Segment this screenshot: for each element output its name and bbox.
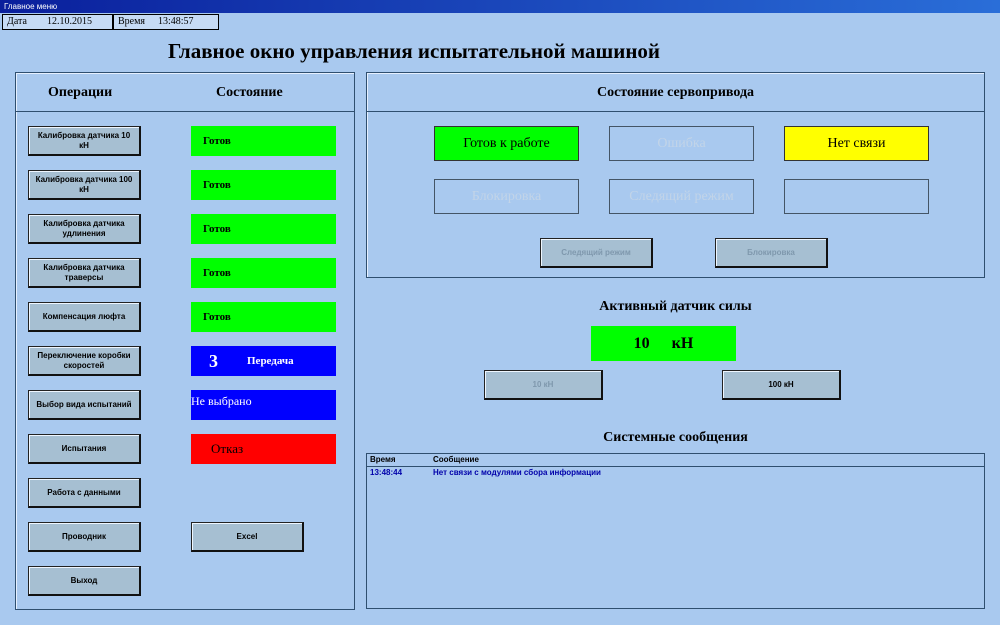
date-box: Дата 12.10.2015 bbox=[2, 14, 113, 30]
operations-column-header: Операции bbox=[48, 85, 113, 100]
time-value: 13:48:57 bbox=[158, 16, 194, 27]
servo-indicator-text: Следящий режим bbox=[629, 188, 734, 204]
messages-col-message: Сообщение bbox=[433, 455, 479, 464]
page-title: Главное окно управления испытательной ма… bbox=[167, 39, 661, 63]
state-text: Передача bbox=[247, 355, 294, 367]
state-text: Отказ bbox=[211, 441, 244, 456]
state-column-header: Состояние bbox=[216, 85, 283, 100]
servo-ready-indicator: Готов к работе bbox=[434, 126, 579, 161]
servo-indicator-text: Готов к работе bbox=[463, 135, 550, 151]
state-text: Готов bbox=[203, 179, 231, 191]
time-label: Время bbox=[118, 16, 146, 27]
state-text: Готов bbox=[203, 267, 231, 279]
state-text: Готов bbox=[203, 311, 231, 323]
exit-button[interactable]: Выход bbox=[28, 566, 141, 596]
state-text: Не выбрано bbox=[191, 394, 252, 408]
state-text: Готов bbox=[203, 135, 231, 147]
gear-number: 3 bbox=[209, 350, 218, 371]
servo-panel-header bbox=[367, 73, 984, 112]
servo-indicator-text: Блокировка bbox=[471, 188, 542, 204]
force-sensor-title: Активный датчик силы bbox=[599, 299, 752, 314]
calibrate-extension-button[interactable]: Калибровка датчика удлинения bbox=[28, 214, 141, 244]
servo-tracking-indicator: Следящий режим bbox=[609, 179, 754, 214]
tests-button[interactable]: Испытания bbox=[28, 434, 141, 464]
info-bar: Дата 12.10.2015 Время 13:48:57 bbox=[2, 14, 219, 30]
state-calibrate-extension: Готов bbox=[191, 214, 336, 244]
messages-col-time: Время bbox=[370, 455, 396, 464]
time-box: Время 13:48:57 bbox=[113, 14, 219, 30]
state-calibrate-10kn: Готов bbox=[191, 126, 336, 156]
messages-title: Системные сообщения bbox=[603, 430, 748, 445]
message-text: Нет связи с модулями сбора информации bbox=[433, 468, 601, 477]
servo-indicator-text: Ошибка bbox=[657, 135, 706, 151]
calibrate-crosshead-button[interactable]: Калибровка датчика траверсы bbox=[28, 258, 141, 288]
state-text: Готов bbox=[203, 223, 231, 235]
force-sensor-value: 10 bbox=[633, 334, 650, 352]
state-test-type: Не выбрано bbox=[191, 390, 336, 420]
data-work-button[interactable]: Работа с данными bbox=[28, 478, 141, 508]
state-tests: Отказ bbox=[191, 434, 336, 464]
servo-empty-indicator bbox=[784, 179, 929, 214]
sensor-10kn-button[interactable]: 10 кН bbox=[484, 370, 603, 400]
backlash-compensation-button[interactable]: Компенсация люфта bbox=[28, 302, 141, 332]
explorer-button[interactable]: Проводник bbox=[28, 522, 141, 552]
servo-error-indicator: Ошибка bbox=[609, 126, 754, 161]
force-sensor-unit: кН bbox=[671, 334, 694, 352]
state-backlash-compensation: Готов bbox=[191, 302, 336, 332]
calibrate-100kn-button[interactable]: Калибровка датчика 100 кН bbox=[28, 170, 141, 200]
servo-panel: Состояние сервопривода bbox=[366, 72, 985, 278]
message-time: 13:48:44 bbox=[370, 468, 403, 477]
messages-table: Время Сообщение 13:48:44 Нет связи с мод… bbox=[366, 453, 985, 609]
servo-panel-title: Состояние сервопривода bbox=[596, 85, 755, 100]
operations-panel-header bbox=[16, 73, 354, 112]
date-value: 12.10.2015 bbox=[47, 16, 92, 27]
state-calibrate-100kn: Готов bbox=[191, 170, 336, 200]
date-label: Дата bbox=[7, 16, 27, 27]
lock-button[interactable]: Блокировка bbox=[715, 238, 828, 268]
force-sensor-indicator: 10 кН bbox=[591, 326, 736, 361]
window-title: Главное меню bbox=[4, 2, 58, 11]
operations-panel: Операции Состояние bbox=[15, 72, 355, 610]
servo-no-connection-indicator: Нет связи bbox=[784, 126, 929, 161]
servo-lock-indicator: Блокировка bbox=[434, 179, 579, 214]
tracking-mode-button[interactable]: Следящий режим bbox=[540, 238, 653, 268]
gearbox-switch-button[interactable]: Переключение коробки скоростей bbox=[28, 346, 141, 376]
state-calibrate-crosshead: Готов bbox=[191, 258, 336, 288]
excel-button[interactable]: Excel bbox=[191, 522, 304, 552]
servo-indicator-text: Нет связи bbox=[827, 135, 886, 151]
sensor-100kn-button[interactable]: 100 кН bbox=[722, 370, 841, 400]
test-type-select-button[interactable]: Выбор вида испытаний bbox=[28, 390, 141, 420]
calibrate-10kn-button[interactable]: Калибровка датчика 10 кН bbox=[28, 126, 141, 156]
state-gearbox: 3 Передача bbox=[191, 346, 336, 376]
messages-table-header: Время Сообщение bbox=[367, 454, 984, 467]
table-row[interactable]: 13:48:44 Нет связи с модулями сбора инфо… bbox=[367, 467, 984, 479]
window-titlebar: Главное меню bbox=[0, 0, 1000, 13]
